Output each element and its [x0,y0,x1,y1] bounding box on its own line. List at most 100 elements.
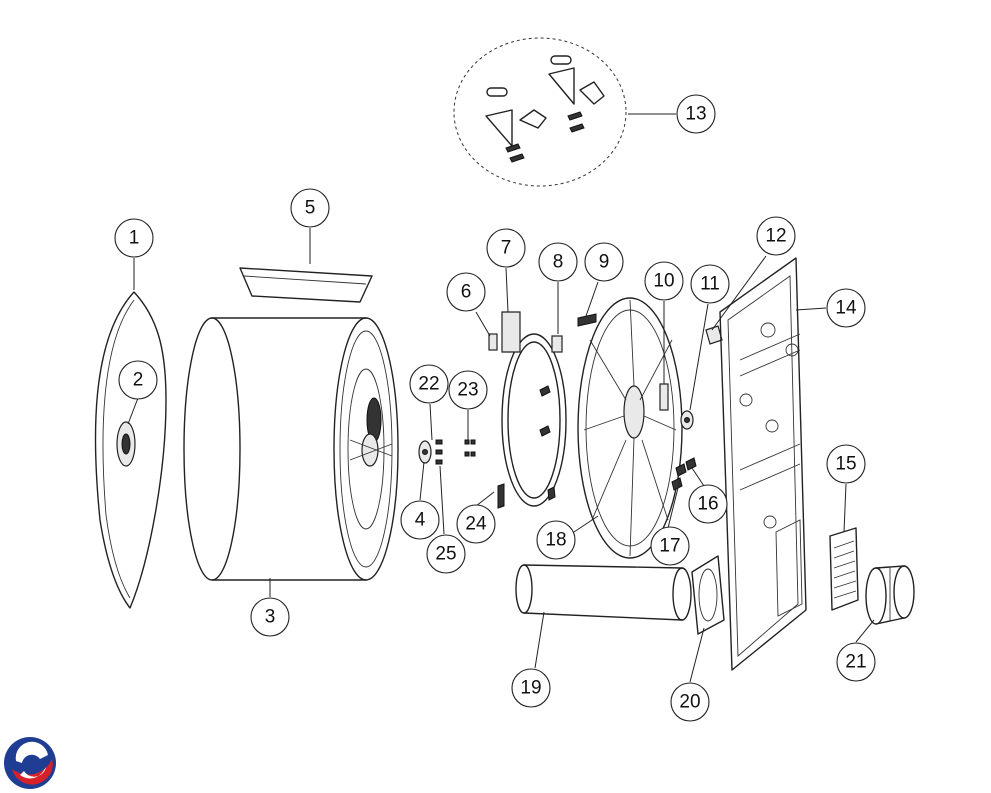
callout-circle [676,94,716,134]
callout-number: 16 [697,494,718,515]
callout-number: 23 [457,380,478,401]
callout-18: 18 [536,520,576,560]
callout-17: 17 [650,526,690,566]
part-19-exhaust-duct [515,564,692,621]
callout-circle [118,360,158,400]
part-1-front-panel [94,291,167,609]
callout-number: 8 [553,252,564,273]
callout-20: 20 [670,682,710,722]
callout-3: 3 [250,597,290,637]
callout-circle [538,242,578,282]
callout-number: 18 [545,530,566,551]
callout-number: 5 [305,198,316,219]
callout-number: 3 [265,607,276,628]
callout-circle [114,218,154,258]
callout-circle [290,188,330,228]
callout-number: 24 [465,514,487,535]
callout-19: 19 [511,668,551,708]
part-21-exhaust-collar [865,565,915,625]
callout-circle [688,484,728,524]
callout-number: 10 [653,271,674,292]
part-6-thermostat [488,333,498,351]
callout-number: 13 [685,104,706,125]
callout-number: 25 [435,544,456,565]
callout-circle [690,264,730,304]
callout-6: 6 [446,272,486,312]
callout-8: 8 [538,242,578,282]
callout-12: 12 [756,216,796,256]
part-13-hardware-kit [453,37,627,187]
callout-7: 7 [486,228,526,268]
part-3-drum [183,317,399,581]
part-5-baffle [239,267,373,303]
part-9-seal [577,313,597,327]
part-18-rear-bulkhead [577,297,683,559]
callout-21: 21 [836,642,876,682]
callout-circle [486,228,526,268]
callout-number: 21 [845,652,866,673]
part-17-roller [671,463,687,491]
part-10-bearing [659,383,669,411]
part-2-door-hub [116,421,136,467]
parts-22-25-small-hardware [418,439,505,509]
callout-circle [584,242,624,282]
callout-10: 10 [644,261,684,301]
callout-2: 2 [118,360,158,400]
callout-13: 13 [676,94,716,134]
callout-1: 1 [114,218,154,258]
callout-number: 15 [835,454,856,475]
callout-number: 2 [133,370,144,391]
callout-circle [409,364,449,404]
callout-circle [836,642,876,682]
callout-number: 19 [520,678,541,699]
callout-number: 9 [599,252,610,273]
part-8-bracket [551,335,563,353]
callout-circle [250,597,290,637]
callout-number: 12 [765,226,786,247]
callout-number: 17 [659,536,680,557]
callout-number: 1 [129,228,140,249]
callout-circle [756,216,796,256]
callout-number: 6 [461,282,472,303]
callout-circle [426,534,466,574]
callout-circle [456,504,496,544]
part-20-duct-flange [691,555,725,635]
part-16-roller [685,457,697,471]
part-12-grommet [705,325,723,345]
callout-number: 22 [418,374,439,395]
callout-4: 4 [400,500,440,540]
callout-number: 7 [501,238,512,259]
callout-circle [536,520,576,560]
callout-circle [448,370,488,410]
callout-circle [826,444,866,484]
callout-circle [650,526,690,566]
brand-logo [4,737,56,789]
part-14-rear-panel [719,257,807,671]
callout-number: 11 [700,274,720,295]
part-15-vent-grille [829,527,859,611]
part-11-shaft-nut [680,410,694,430]
part-7-heating-element [501,311,567,507]
callout-circle [511,668,551,708]
callout-24: 24 [456,504,496,544]
callout-25: 25 [426,534,466,574]
callout-15: 15 [826,444,866,484]
callout-14: 14 [826,288,866,328]
callout-circle [400,500,440,540]
callout-number: 20 [679,692,700,713]
callout-9: 9 [584,242,624,282]
callout-22: 22 [409,364,449,404]
callout-number: 14 [835,298,857,319]
callout-11: 11 [690,264,730,304]
callout-5: 5 [290,188,330,228]
callout-23: 23 [448,370,488,410]
callout-number: 4 [415,510,426,531]
callout-circle [826,288,866,328]
callout-circle [446,272,486,312]
leader-lines [127,113,875,683]
callout-circle [670,682,710,722]
callout-circle [644,261,684,301]
callout-16: 16 [688,484,728,524]
